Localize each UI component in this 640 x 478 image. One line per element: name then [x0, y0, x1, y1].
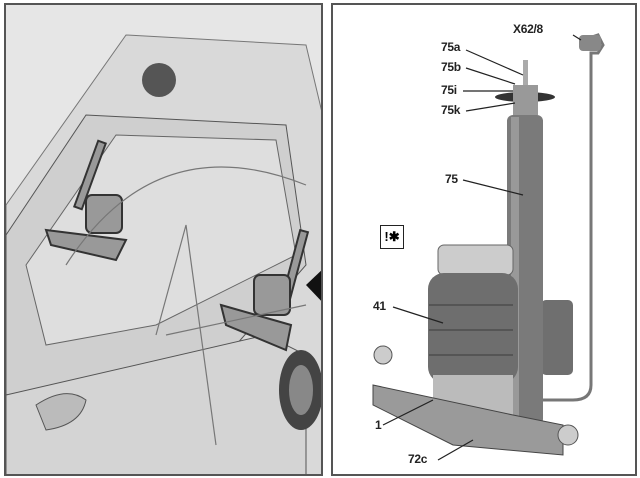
- air-strut-detail-panel: X62/8 75a 75b 75i 75k 75 41 1 72c !✱: [331, 3, 637, 476]
- label-75a: 75a: [441, 40, 461, 54]
- label-72c: 72c: [408, 452, 428, 466]
- label-75b: 75b: [441, 60, 461, 74]
- label-connector-x62-8: X62/8: [513, 22, 543, 36]
- label-75k: 75k: [441, 103, 461, 117]
- air-strut-illustration: [372, 33, 605, 461]
- note-warning-icon: !✱: [380, 225, 404, 249]
- vehicle-illustration: [6, 5, 321, 474]
- label-1: 1: [375, 418, 382, 432]
- label-75i: 75i: [441, 83, 457, 97]
- vehicle-overview-panel: [4, 3, 323, 476]
- label-41-air-spring: 41: [373, 299, 386, 313]
- label-75-shock-absorber: 75: [445, 172, 458, 186]
